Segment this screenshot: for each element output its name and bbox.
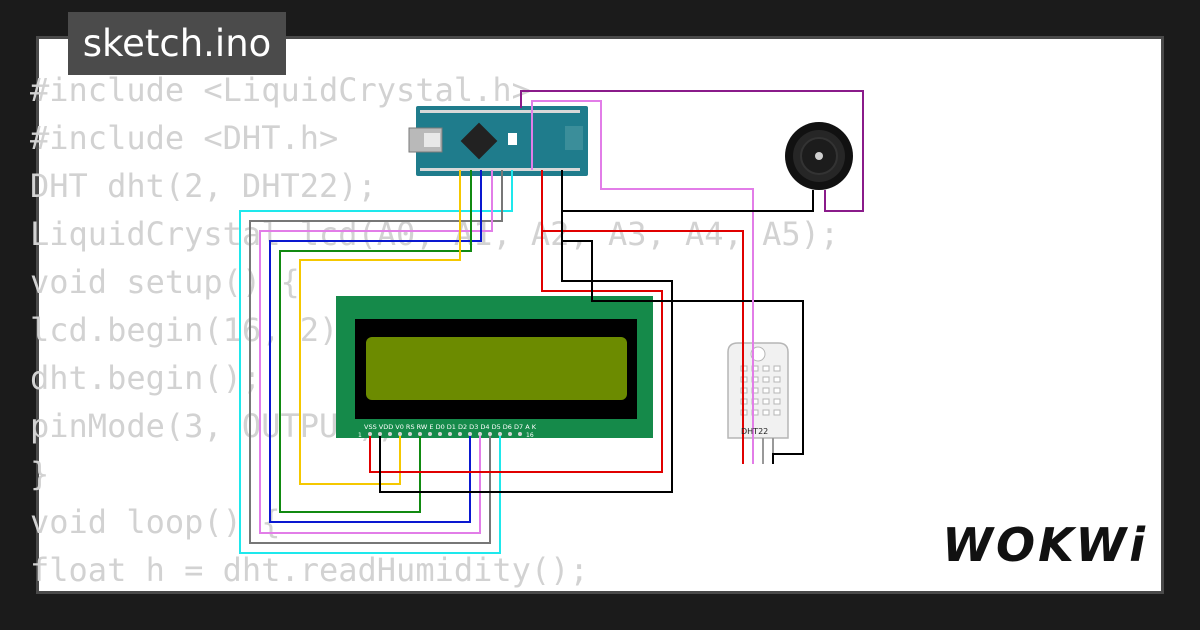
wire-black-lcd	[379, 170, 673, 493]
code-line: dht.begin();	[30, 359, 262, 397]
wire-violet-dht	[531, 100, 754, 464]
dht22-label: DHT22	[741, 427, 768, 436]
wire-gray	[249, 170, 503, 544]
wire-purple-buzzer	[520, 90, 864, 212]
code-line: #include <DHT.h>	[30, 119, 339, 157]
wire-blue	[269, 170, 482, 523]
wire-black-dht	[561, 170, 804, 464]
lcd-pin-row: VSS VDD V0 RS RW E D0 D1 D2 D3 D4 D5 D6 …	[358, 423, 537, 439]
wire-cyan	[239, 170, 513, 554]
code-line: DHT dht(2, DHT22);	[30, 167, 377, 205]
code-line: float h = dht.readHumidity();	[30, 551, 589, 589]
wires	[239, 90, 864, 554]
code-line: #include <LiquidCrystal.h>	[30, 71, 531, 109]
dht22-sensor[interactable]	[727, 342, 789, 464]
buzzer[interactable]	[785, 122, 853, 190]
wire-red-lcd	[369, 170, 663, 473]
code-line: }	[30, 455, 50, 493]
sketch-file-tab[interactable]: sketch.ino	[68, 12, 286, 75]
wire-red-dht	[541, 170, 744, 464]
wokwi-logo: WOKWi	[942, 518, 1148, 572]
code-line: void setup() {	[30, 263, 300, 301]
arduino-nano-board[interactable]	[408, 106, 588, 176]
lcd-pin-last: 16	[526, 432, 534, 439]
lcd-1602-display[interactable]	[336, 296, 653, 438]
lcd-pin-first: 1	[358, 432, 362, 439]
code-preview: #include <LiquidCrystal.h> #include <DHT…	[30, 66, 839, 594]
wire-violet	[259, 170, 493, 534]
lcd-pin-labels: VSS VDD V0 RS RW E D0 D1 D2 D3 D4 D5 D6 …	[364, 423, 537, 431]
wire-yellow	[299, 170, 461, 485]
wire-black-buzzer	[561, 170, 814, 212]
wire-green	[279, 170, 472, 513]
